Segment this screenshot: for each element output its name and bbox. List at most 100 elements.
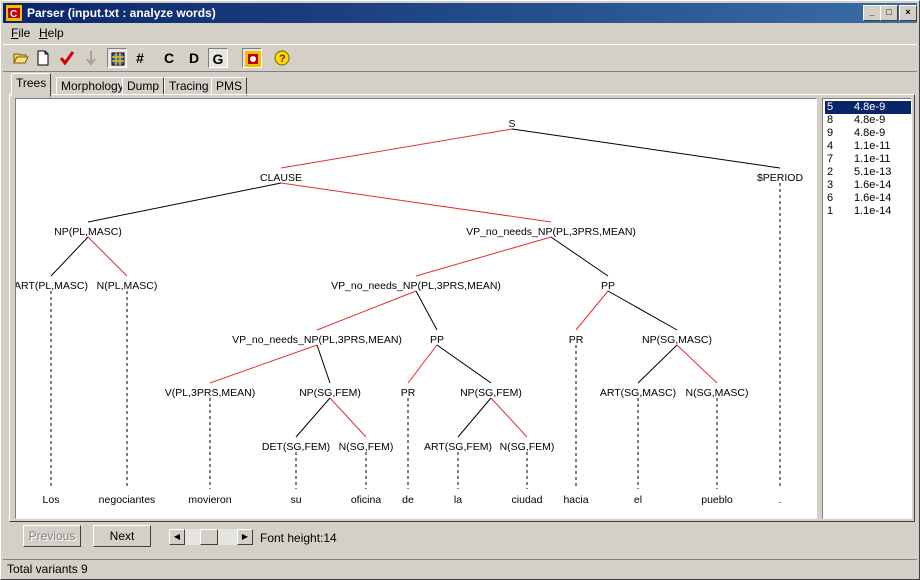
tree-word-su[interactable]: su (290, 494, 301, 506)
hash-button[interactable]: # (136, 50, 144, 66)
parse-tree: S CLAUSE $PERIOD NP(PL,MASC) VP_no_needs_NP(… (16, 118, 803, 506)
menu-help[interactable]: Help (39, 26, 64, 40)
arrow-down-icon (86, 51, 96, 66)
variant-id: 5 (827, 101, 834, 113)
tree-word-oficina[interactable]: oficina (351, 494, 382, 506)
tree-edge-s-period (511, 128, 781, 169)
close-button[interactable]: × (899, 5, 917, 21)
tree-word-de[interactable]: de (402, 494, 414, 506)
new-document-button[interactable] (33, 48, 53, 68)
trees-panel: S CLAUSE $PERIOD NP(PL,MASC) VP_no_needs_NP(… (9, 94, 915, 522)
tree-node-pp_right[interactable]: PP (601, 280, 615, 292)
tab-trees[interactable]: Trees (11, 73, 52, 97)
variant-item-5[interactable]: 5 4.8e-9 (825, 101, 911, 114)
variant-score: 1.6e-14 (854, 179, 892, 191)
tree-word-negociantes[interactable]: negociantes (99, 494, 156, 506)
tree-node-np_plmasc[interactable]: NP(PL,MASC) (54, 226, 122, 238)
next-button[interactable]: Next (93, 525, 151, 547)
variant-score: 4.8e-9 (854, 114, 886, 126)
variant-score: 1.1e-11 (854, 140, 891, 152)
svg-text:?: ? (279, 53, 286, 65)
tree-word-ciudad[interactable]: ciudad (512, 494, 543, 506)
tree-node-n_plmasc[interactable]: N(PL,MASC) (97, 280, 158, 292)
previous-button[interactable]: Previous (23, 525, 81, 547)
tree-word-el[interactable]: el (634, 494, 642, 506)
slider-thumb[interactable] (200, 529, 218, 545)
tree-node-vp_top[interactable]: VP_no_needs_NP(PL,3PRS,MEAN) (466, 226, 636, 238)
tree-edge-clause-vp_top (280, 182, 552, 223)
tree-word-los[interactable]: Los (43, 494, 60, 506)
tree-node-pr_mid[interactable]: PR (401, 387, 416, 399)
tree-word-movieron[interactable]: movieron (188, 494, 231, 506)
d-button[interactable]: D (188, 50, 200, 66)
font-height-slider[interactable]: ◀ ▶ (169, 529, 253, 545)
menu-file[interactable]: File (11, 26, 31, 40)
tree-edge-pp_right-np_sgmasc (607, 290, 678, 331)
variant-id: 3 (827, 179, 834, 191)
tree-nodes: S CLAUSE $PERIOD NP(PL,MASC) VP_no_needs_NP(… (16, 118, 803, 506)
document-icon (37, 50, 49, 66)
tab-dump[interactable]: Dump (122, 77, 165, 96)
title-bar[interactable]: С Parser (input.txt : analyze words) _ □… (3, 3, 917, 23)
tree-node-np_sgfem1[interactable]: NP(SG,FEM) (299, 387, 361, 399)
check-button[interactable] (57, 48, 77, 68)
tree-word-la[interactable]: la (454, 494, 462, 506)
bottom-bar: Previous Next ◀ ▶ Font height:14 (9, 521, 913, 555)
tree-edges (50, 128, 781, 489)
g-button[interactable]: G (208, 48, 228, 68)
tree-node-art_sgfem[interactable]: ART(SG,FEM) (424, 441, 492, 453)
tab-tracing[interactable]: Tracing (164, 77, 214, 96)
tree-node-np_sgfem2[interactable]: NP(SG,FEM) (460, 387, 522, 399)
c-button[interactable]: C (163, 50, 175, 66)
slider-right-arrow[interactable]: ▶ (237, 529, 253, 545)
tree-word-period[interactable]: . (779, 494, 782, 506)
tree-node-vp_mid[interactable]: VP_no_needs_NP(PL,3PRS,MEAN) (331, 280, 501, 292)
tree-node-det_sgfem[interactable]: DET(SG,FEM) (262, 441, 330, 453)
grid-view-button[interactable] (107, 48, 127, 68)
tree-edge-pp_mid-pr_mid (407, 344, 438, 384)
tree-node-pp_mid[interactable]: PP (430, 334, 444, 346)
status-bar: Total variants 9 (3, 559, 917, 578)
menu-bar: File Help (3, 24, 917, 42)
tree-node-vp_low[interactable]: VP_no_needs_NP(PL,3PRS,MEAN) (232, 334, 402, 346)
tree-node-art_plmasc[interactable]: ART(PL,MASC) (16, 280, 88, 292)
help-button[interactable]: ? (272, 48, 292, 68)
tree-node-n_sgmasc[interactable]: N(SG,MASC) (686, 387, 749, 399)
step-down-button[interactable] (81, 48, 101, 68)
tree-node-v[interactable]: V(PL,3PRS,MEAN) (165, 387, 255, 399)
minimize-button[interactable]: _ (863, 5, 881, 21)
tree-word-pueblo[interactable]: pueblo (701, 494, 733, 506)
variant-item-3[interactable]: 3 1.6e-14 (825, 179, 911, 192)
variant-score: 4.8e-9 (854, 101, 886, 113)
font-height-label: Font height:14 (260, 531, 337, 545)
variant-score: 5.1e-13 (854, 166, 892, 178)
maximize-button[interactable]: □ (880, 5, 898, 21)
tab-pms[interactable]: PMS (211, 77, 248, 96)
tree-node-art_sgmasc[interactable]: ART(SG,MASC) (600, 387, 676, 399)
tree-node-s[interactable]: S (508, 118, 515, 130)
tree-node-n_sgfem2[interactable]: N(SG,FEM) (500, 441, 555, 453)
open-folder-button[interactable] (11, 48, 31, 68)
slider-left-arrow[interactable]: ◀ (169, 529, 185, 545)
variant-id: 4 (827, 140, 834, 152)
variant-item-4[interactable]: 4 1.1e-11 (825, 140, 911, 153)
tree-node-np_sgmasc[interactable]: NP(SG,MASC) (642, 334, 712, 346)
tree-node-n_sgfem1[interactable]: N(SG,FEM) (339, 441, 394, 453)
tree-word-hacia[interactable]: hacia (563, 494, 588, 506)
tab-morphology[interactable]: Morphology (56, 77, 129, 96)
tree-edge-np_sgmasc-art_sgmasc (637, 344, 678, 384)
toolbar: # C D G ? (3, 44, 917, 72)
parser-run-button[interactable] (242, 48, 262, 68)
tree-node-period[interactable]: $PERIOD (757, 172, 804, 184)
tree-node-pr_right[interactable]: PR (569, 334, 584, 346)
tree-node-clause[interactable]: CLAUSE (260, 172, 302, 184)
parse-tree-canvas[interactable]: S CLAUSE $PERIOD NP(PL,MASC) VP_no_needs_NP(… (15, 98, 817, 519)
